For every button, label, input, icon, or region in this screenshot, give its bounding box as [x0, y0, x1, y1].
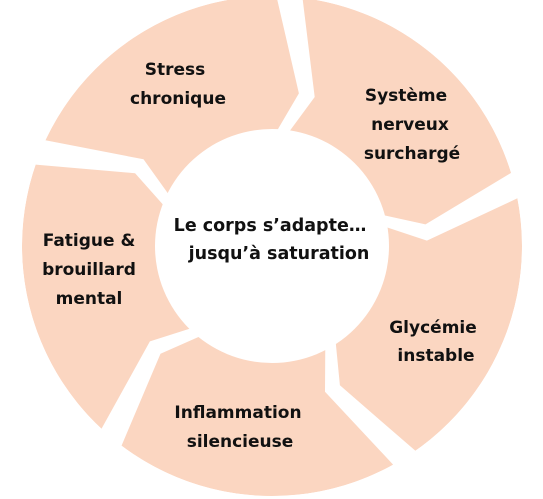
segment-fatigue-label-line1: Fatigue & [43, 231, 136, 251]
segment-systeme-nerveux: Système nerveux surchargé [364, 86, 460, 164]
center-text: Le corps s’adapte… jusqu’à saturation [174, 216, 370, 264]
segment-fatigue-shape [22, 164, 197, 429]
segment-inflammation-label-line1: Inflammation [174, 403, 301, 423]
segment-systeme-label-line3: surchargé [364, 144, 460, 164]
segment-inflammation-label-line2: silencieuse [187, 432, 294, 452]
segment-systeme-label-line1: Système [365, 86, 447, 106]
segment-stress-chronique: Stress chronique [130, 60, 226, 109]
segment-glycemie-label-line2: instable [397, 346, 474, 366]
segment-inflammation-shape [121, 333, 394, 496]
segment-stress-label-line2: chronique [130, 89, 226, 109]
segment-fatigue: Fatigue & brouillard mental [42, 231, 136, 309]
segment-inflammation: Inflammation silencieuse [174, 403, 301, 452]
center-circle [155, 129, 389, 363]
segment-fatigue-label-line3: mental [56, 289, 123, 309]
center-text-line2: jusqu’à saturation [188, 244, 370, 264]
segment-systeme-label-line2: nerveux [371, 115, 449, 135]
segment-fatigue-label-line2: brouillard [42, 260, 136, 280]
center-text-line1: Le corps s’adapte… [174, 216, 367, 236]
segment-glycemie: Glycémie instable [389, 318, 477, 366]
segment-glycemie-label-line1: Glycémie [389, 318, 477, 338]
segment-stress-label-line1: Stress [145, 60, 206, 80]
